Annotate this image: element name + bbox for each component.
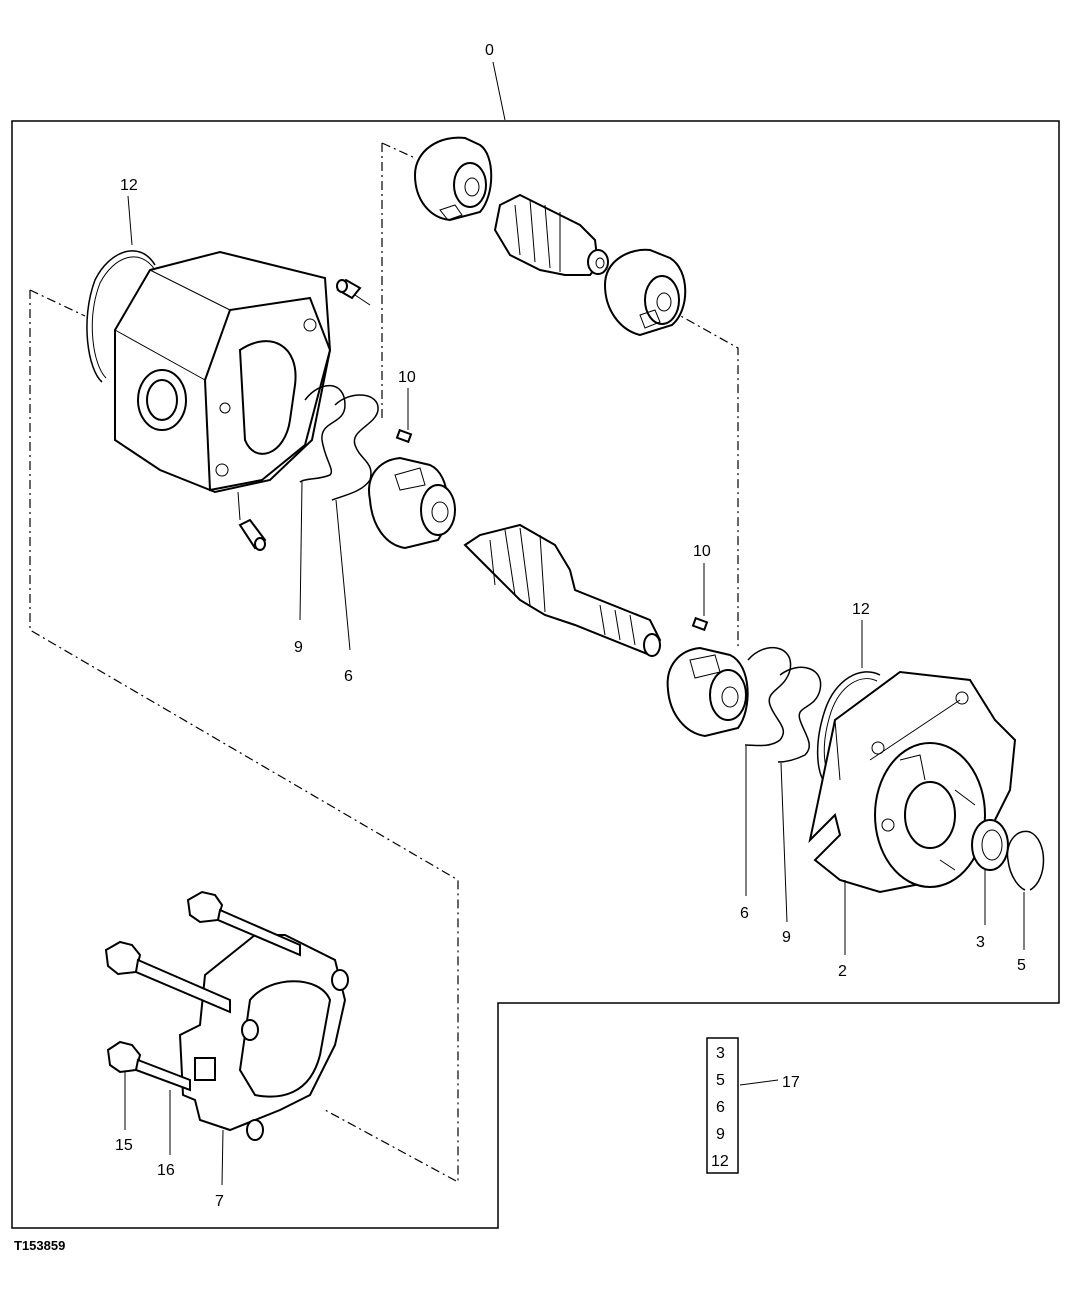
kit-item: 3 [716, 1045, 725, 1062]
shaft-seal-3 [971, 819, 1009, 925]
callout-9-right: 9 [782, 929, 791, 946]
kit-item: 9 [716, 1126, 725, 1143]
kit-item: 12 [711, 1153, 729, 1170]
callout-16: 16 [157, 1162, 175, 1179]
callout-17: 17 [782, 1074, 800, 1091]
dowel-pin-top [336, 278, 371, 306]
bolt-15 [106, 1040, 191, 1130]
bolt-16 [104, 940, 231, 1155]
mounting-flange-7 [178, 934, 347, 1186]
drive-shaft [463, 523, 662, 657]
callout-9-left: 9 [294, 639, 303, 656]
callout-15: 15 [115, 1137, 133, 1154]
pump-housing [114, 250, 332, 494]
callout-10-mid: 10 [693, 543, 711, 560]
dowel-pin-bottom [237, 491, 267, 551]
bushing-right-mid [666, 646, 749, 738]
seal-9-right [777, 666, 822, 763]
callout-6-left: 6 [344, 668, 353, 685]
snap-ring-5 [1006, 830, 1045, 950]
o-ring-12-right [816, 671, 881, 786]
assembly-outline [11, 120, 1060, 1229]
callout-7: 7 [215, 1193, 224, 1210]
figure-code: T153859 [14, 1238, 65, 1253]
driven-gear-top [493, 193, 609, 276]
stud-ends [241, 969, 349, 1141]
cover-end-plate [808, 670, 1017, 955]
backup-ring-6-right [744, 646, 792, 747]
seal-9-left [299, 384, 346, 483]
bushing-middle-left [368, 456, 456, 550]
key-10-mid [691, 563, 709, 632]
alignment-line-top [381, 142, 739, 650]
callout-5: 5 [1017, 957, 1026, 974]
kit-item: 5 [716, 1072, 725, 1089]
callout-6-right: 6 [740, 905, 749, 922]
key-10-top [395, 388, 413, 444]
kit-item: 6 [716, 1099, 725, 1116]
callout-2: 2 [838, 963, 847, 980]
o-ring-12-top [86, 250, 156, 383]
leader-17 [739, 1079, 779, 1086]
leader-0 [492, 61, 506, 121]
backup-ring-6-left [331, 394, 379, 501]
callout-3: 3 [976, 934, 985, 951]
kit-box [706, 1037, 739, 1174]
bolt-upper [186, 890, 301, 957]
bushing-top [413, 136, 493, 222]
callout-12-right: 12 [852, 601, 870, 618]
callout-0: 0 [485, 42, 494, 59]
bushing-right-top [603, 248, 687, 337]
callout-12-top: 12 [120, 177, 138, 194]
callout-10-top: 10 [398, 369, 416, 386]
